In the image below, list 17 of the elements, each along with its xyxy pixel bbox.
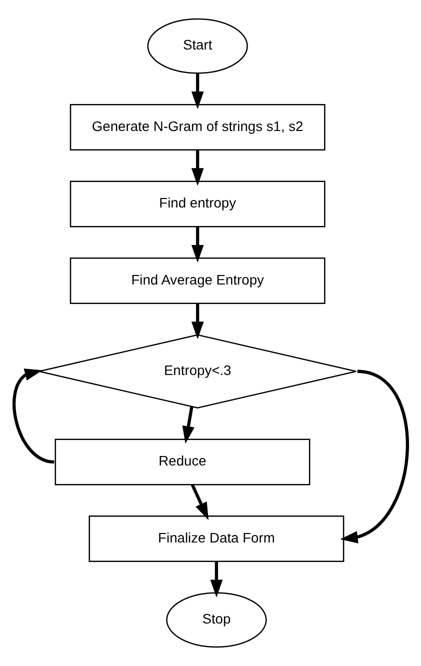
node-box: Find Average Entropy (70, 258, 326, 304)
arrow (12, 368, 54, 464)
arrow (340, 370, 409, 544)
node-box: Generate N-Gram of strings s1, s2 (70, 104, 326, 151)
node-ellipse: Start (147, 18, 248, 74)
arrow (182, 406, 194, 444)
node-ellipse: Stop (166, 592, 267, 648)
node-box: Finalize Data Form (88, 515, 344, 562)
arrow (191, 74, 204, 110)
node-diamond: Entropy<.3 (38, 334, 357, 409)
arrow (190, 484, 209, 520)
arrow (210, 562, 223, 598)
node-box: Reduce (54, 438, 310, 486)
arrow (191, 226, 204, 263)
node-box: Find entropy (70, 180, 326, 228)
arrow (191, 304, 204, 340)
arrow (191, 150, 204, 186)
